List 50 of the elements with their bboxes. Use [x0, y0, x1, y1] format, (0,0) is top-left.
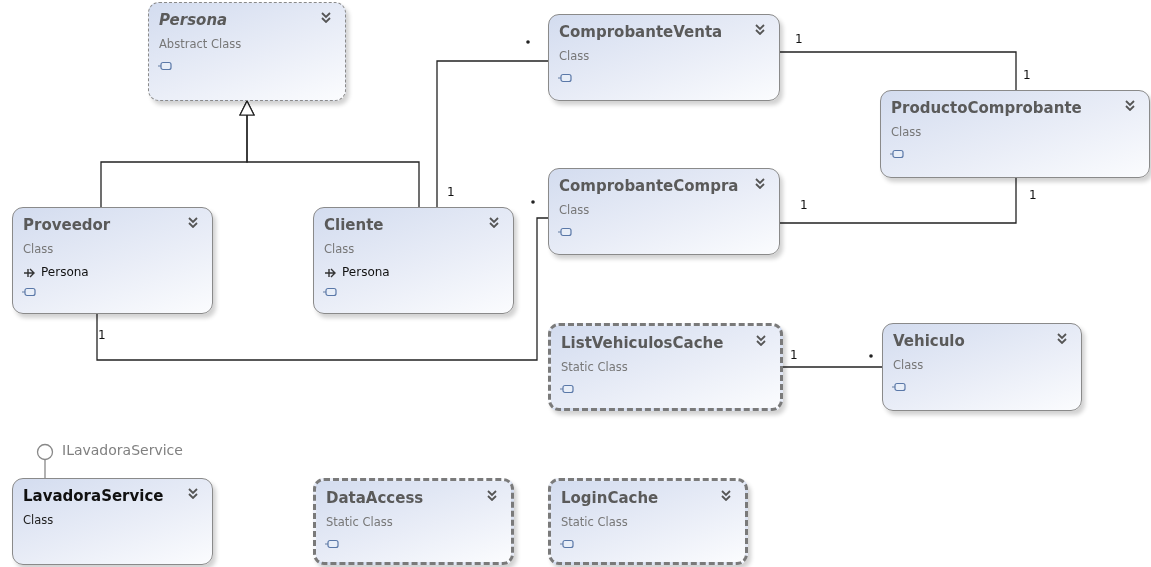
class-kind: Static Class: [561, 360, 628, 374]
class-name: ProductoComprobante: [891, 99, 1082, 117]
class-name: Persona: [159, 11, 228, 29]
association-line: [779, 51, 1017, 91]
interface-connector: [36, 443, 54, 479]
class-name: Vehiculo: [893, 332, 965, 350]
base-class-name: Persona: [41, 265, 89, 279]
class-kind: Static Class: [326, 515, 393, 529]
class-box: [12, 207, 213, 314]
class-kind: Class: [893, 358, 924, 372]
association-line: [436, 60, 549, 208]
class-kind: Static Class: [561, 515, 628, 529]
multiplicity-label: 1: [800, 198, 808, 212]
association-line: [779, 177, 1017, 224]
class-name: LoginCache: [561, 489, 659, 507]
class-box: [548, 168, 780, 255]
association-line: [782, 366, 883, 368]
class-box: [880, 90, 1150, 178]
class-kind: Class: [559, 203, 590, 217]
class-name: DataAccess: [326, 489, 424, 507]
class-name: ComprobanteVenta: [559, 23, 723, 41]
class-name: ListVehiculosCache: [561, 334, 724, 352]
class-kind: Class: [559, 49, 590, 63]
class-name: ComprobanteCompra: [559, 177, 739, 195]
class-box: [313, 478, 514, 565]
class-box: [548, 14, 780, 101]
class-kind: Class: [891, 125, 922, 139]
class-box: [12, 478, 213, 565]
multiplicity-label: 1: [795, 32, 803, 46]
class-box: [548, 323, 783, 411]
class-kind: Class: [23, 242, 54, 256]
class-box: [313, 207, 514, 314]
multiplicity-label: 1: [1023, 68, 1031, 82]
class-box: [548, 478, 748, 565]
base-class-name: Persona: [342, 265, 390, 279]
class-box: [882, 323, 1082, 411]
multiplicity-label: 1: [98, 328, 106, 342]
class-kind: Class: [23, 513, 54, 527]
class-kind: Abstract Class: [159, 37, 242, 51]
inheritance-arrow: [239, 100, 420, 208]
class-box: [148, 2, 346, 101]
multiplicity-label: 1: [447, 185, 455, 199]
class-kind: Class: [324, 242, 355, 256]
multiplicity-label: 1: [790, 348, 798, 362]
association-line: [96, 217, 549, 361]
class-name: Proveedor: [23, 216, 111, 234]
interface-name: ILavadoraService: [62, 442, 183, 458]
class-name: LavadoraService: [23, 487, 164, 505]
class-name: Cliente: [324, 216, 384, 234]
multiplicity-label: 1: [1029, 188, 1037, 202]
